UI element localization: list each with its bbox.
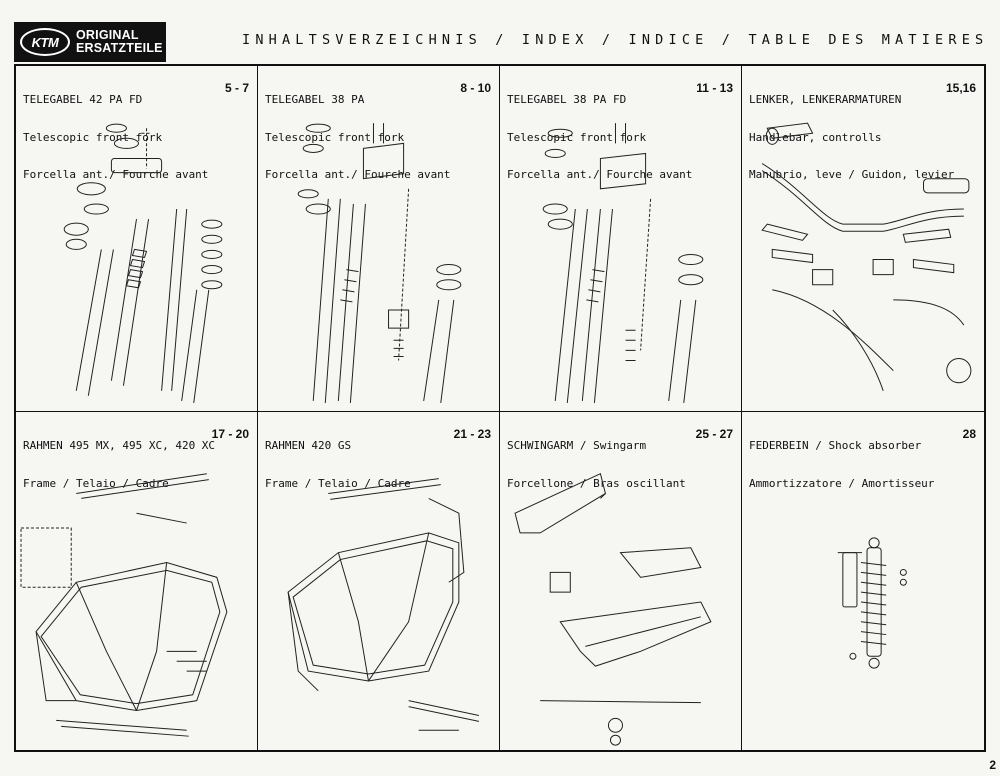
panel-title: SCHWINGARM / Swingarm xyxy=(507,439,647,452)
panel-subtitle: Telescopic front fork xyxy=(265,130,405,144)
panel-subtitle-2: Forcella ant./ Fourche avant xyxy=(23,168,209,181)
panel-caption: FEDERBEIN / Shock absorber Ammortizzator… xyxy=(749,415,976,515)
panel-lenker[interactable]: LENKER, LENKERARMATUREN Handlebar, contr… xyxy=(742,66,984,412)
panel-title: FEDERBEIN / Shock absorber xyxy=(749,439,922,452)
logo-text: ORIGINAL ERSATZTEILE xyxy=(76,29,163,55)
panel-subtitle: Telescopic front fork xyxy=(507,130,647,144)
panel-title: TELEGABEL 38 PA xyxy=(265,93,365,106)
panel-subtitle-2: Forcella ant./ Fourche avant xyxy=(265,168,451,181)
fork-exploded-drawing xyxy=(16,108,257,411)
page-title: INHALTSVERZEICHNIS / INDEX / INDICE / TA… xyxy=(242,32,989,48)
page-header: KTM ORIGINAL ERSATZTEILE INHALTSVERZEICH… xyxy=(14,14,986,62)
panel-federbein[interactable]: FEDERBEIN / Shock absorber Ammortizzator… xyxy=(742,412,984,750)
logo-line-ersatzteile: ERSATZTEILE xyxy=(76,41,163,55)
index-grid: TELEGABEL 42 PA FD Telescopic front fork… xyxy=(14,64,986,752)
panel-title: RAHMEN 495 MX, 495 XC, 420 XC xyxy=(23,439,216,452)
panel-rahmen-495[interactable]: RAHMEN 495 MX, 495 XC, 420 XC Frame / Te… xyxy=(16,412,258,750)
frame-exploded-drawing xyxy=(16,454,257,750)
panel-caption: RAHMEN 495 MX, 495 XC, 420 XC Frame / Te… xyxy=(23,415,249,515)
panel-title: TELEGABEL 38 PA FD xyxy=(507,93,627,106)
panel-caption: LENKER, LENKERARMATUREN Handlebar, contr… xyxy=(749,69,976,207)
panel-subtitle: Forcellone / Bras oscillant xyxy=(507,476,686,490)
page-range[interactable]: 28 xyxy=(962,427,976,441)
frame-exploded-drawing xyxy=(258,454,499,750)
swingarm-exploded-drawing xyxy=(500,454,741,750)
panel-telegabel-38-pa-fd[interactable]: TELEGABEL 38 PA FD Telescopic front fork… xyxy=(500,66,742,412)
panel-caption: TELEGABEL 38 PA Telescopic front fork Fo… xyxy=(265,69,491,207)
page-range[interactable]: 21 - 23 xyxy=(453,427,491,441)
panel-schwingarm[interactable]: SCHWINGARM / Swingarm Forcellone / Bras … xyxy=(500,412,742,750)
fork-exploded-drawing xyxy=(500,108,741,411)
page-range[interactable]: 11 - 13 xyxy=(696,81,733,95)
panel-title: LENKER, LENKERARMATUREN xyxy=(749,93,902,106)
panel-telegabel-38-pa[interactable]: TELEGABEL 38 PA Telescopic front fork Fo… xyxy=(258,66,500,412)
panel-caption: SCHWINGARM / Swingarm Forcellone / Bras … xyxy=(507,415,733,515)
panel-subtitle: Frame / Telaio / Cadre xyxy=(23,476,169,490)
panel-title: RAHMEN 420 GS xyxy=(265,439,352,452)
logo-line-original: ORIGINAL xyxy=(76,28,139,42)
page-range[interactable]: 17 - 20 xyxy=(211,427,249,441)
panel-telegabel-42-pa-fd[interactable]: TELEGABEL 42 PA FD Telescopic front fork… xyxy=(16,66,258,412)
page-range[interactable]: 15,16 xyxy=(945,81,976,95)
panel-subtitle-2: Forcella ant./ Fourche avant xyxy=(507,168,693,181)
shock-absorber-drawing xyxy=(742,454,984,750)
page-range[interactable]: 5 - 7 xyxy=(224,81,249,95)
handlebar-exploded-drawing xyxy=(742,108,984,411)
panel-caption: TELEGABEL 42 PA FD Telescopic front fork… xyxy=(23,69,249,207)
panel-subtitle: Ammortizzatore / Amortisseur xyxy=(749,476,935,490)
panel-caption: TELEGABEL 38 PA FD Telescopic front fork… xyxy=(507,69,733,207)
page-range[interactable]: 25 - 27 xyxy=(695,427,733,441)
page-number: 2 xyxy=(989,758,996,772)
ktm-logo: KTM ORIGINAL ERSATZTEILE xyxy=(14,22,166,62)
ktm-logo-mark: KTM xyxy=(20,28,70,56)
page-range[interactable]: 8 - 10 xyxy=(460,81,491,95)
panel-subtitle-2: Manubrio, leve / Guidon, levier xyxy=(749,168,955,181)
panel-subtitle: Telescopic front fork xyxy=(23,130,163,144)
panel-title: TELEGABEL 42 PA FD xyxy=(23,93,143,106)
fork-exploded-drawing xyxy=(258,108,499,411)
panel-rahmen-420-gs[interactable]: RAHMEN 420 GS Frame / Telaio / Cadre 21 … xyxy=(258,412,500,750)
